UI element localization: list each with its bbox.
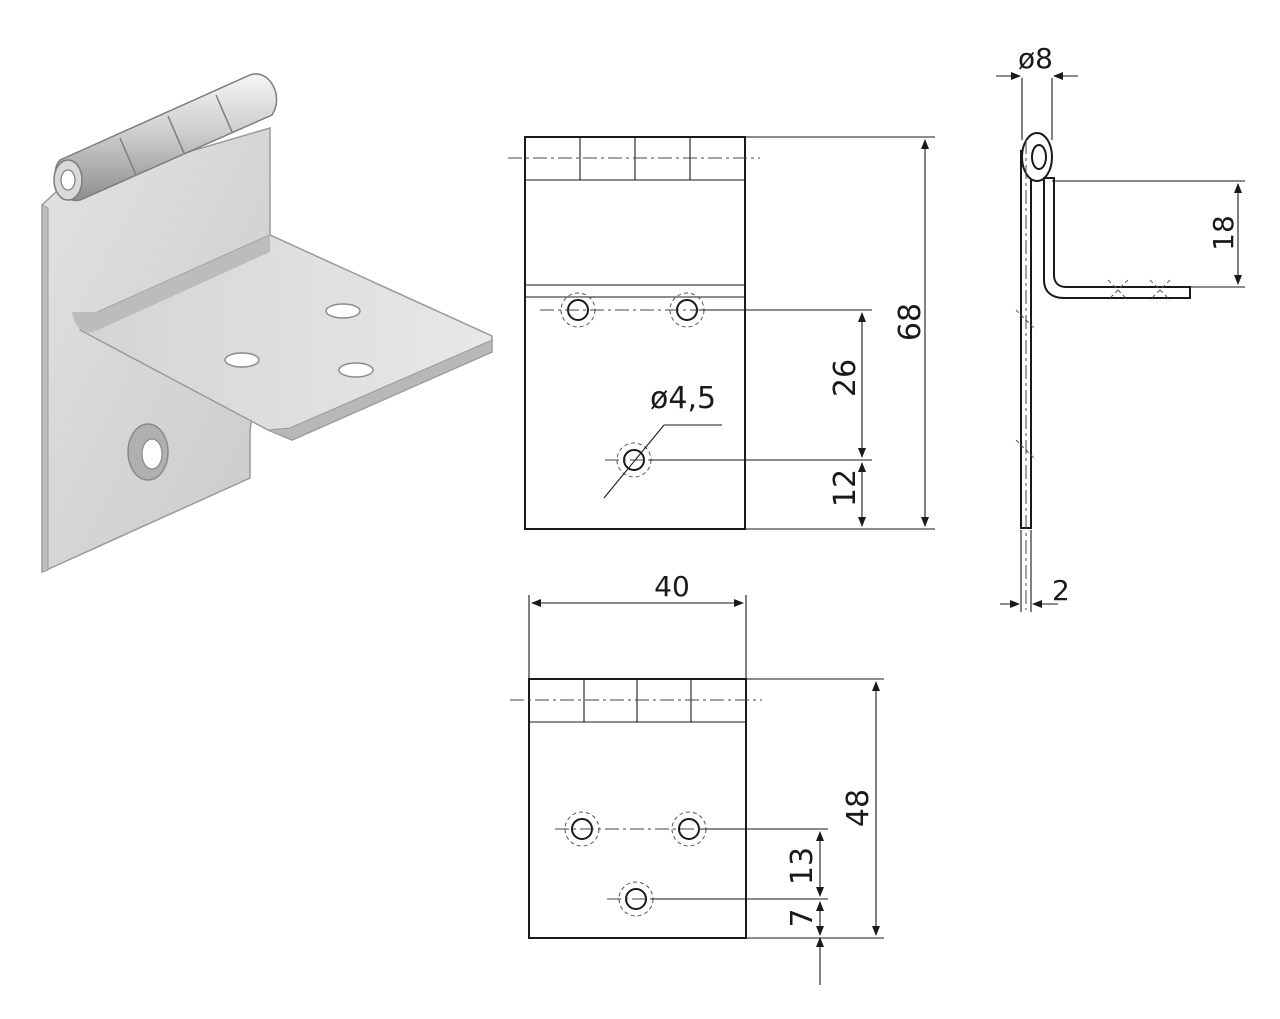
- flange-hole: [224, 352, 260, 368]
- flange-hole: [325, 303, 361, 319]
- vertical-plate-edge: [41, 204, 49, 573]
- side-flange: [1043, 177, 1191, 299]
- dim-flange-hole-spacing: 13: [785, 847, 820, 885]
- dim-total-height: 68: [893, 303, 928, 341]
- flange-hole: [338, 362, 374, 378]
- dim-hole-diameter: ø4,5: [650, 381, 716, 416]
- dim-hole-spacing: 26: [828, 359, 863, 397]
- dim-flange-hole-edge: 7: [785, 908, 820, 927]
- top-view: 40 48 13 7: [510, 570, 884, 985]
- isometric-hinge-view: [41, 73, 493, 574]
- dim-width: 40: [654, 570, 690, 603]
- front-view: 68 26 12 ø4,5: [508, 136, 935, 530]
- dim-pin-diameter: ø8: [1018, 42, 1053, 75]
- dim-leaf-offset: 18: [1207, 215, 1240, 251]
- dim-hole-edge: 12: [828, 469, 863, 507]
- countersunk-hole: [127, 423, 169, 481]
- hinge-knuckles: [53, 73, 278, 202]
- dim-thickness: 2: [1052, 574, 1070, 607]
- flange-front-edge: [267, 339, 493, 441]
- side-view: ø8 18 2: [996, 42, 1245, 612]
- dim-flange-length: 48: [841, 789, 876, 827]
- bend-shadow: [72, 235, 270, 333]
